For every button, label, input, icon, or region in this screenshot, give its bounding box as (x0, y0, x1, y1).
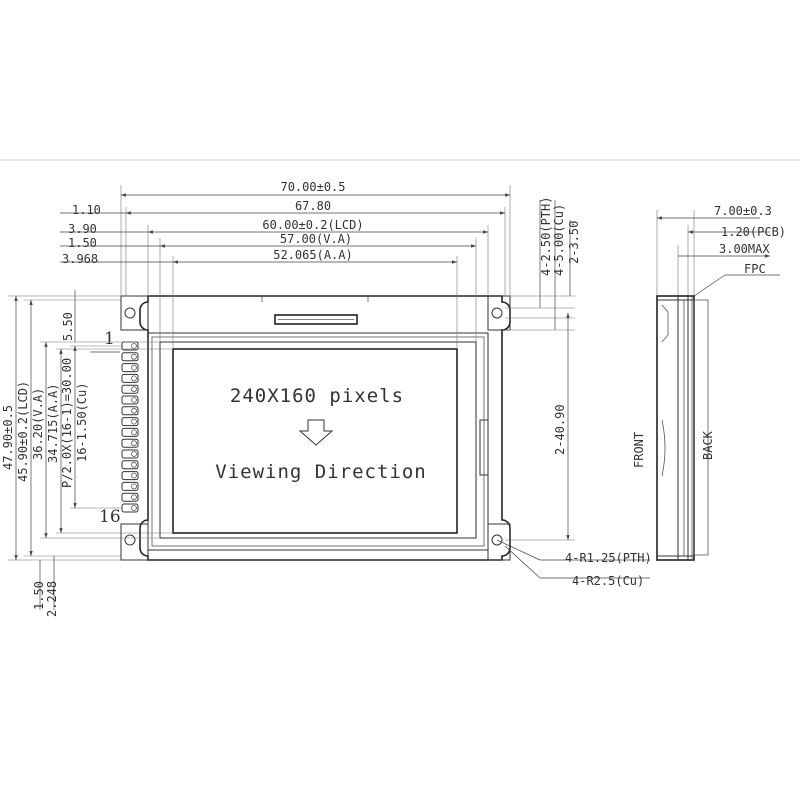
pin-pad (121, 406, 139, 416)
pin-hole (131, 472, 137, 479)
viewing-direction-label: Viewing Direction (215, 461, 426, 483)
dim-radius-pth: 4-R1.25(PTH) (565, 551, 652, 565)
pin-hole (131, 505, 137, 511)
pin-pad (121, 363, 139, 373)
pin-label-1: 1 (104, 329, 115, 349)
hole-top-left (124, 307, 136, 319)
dim-pin-pitch: P/2.0X(16-1)=30.00 (60, 358, 74, 488)
dim-radius-cu: 4-R2.5(Cu) (572, 574, 644, 588)
dim-pad-size: 16-1.50(Cu) (75, 383, 89, 462)
dim-off-va: 1.50 (68, 236, 97, 250)
pin-hole (131, 353, 137, 360)
lcd-outline (147, 332, 489, 551)
pin-pad (121, 384, 139, 394)
pin-hole (131, 407, 137, 414)
pin-pad (121, 471, 139, 481)
dim-lcd-height: 45.90±0.2(LCD) (16, 381, 30, 482)
ear-top-left (120, 295, 149, 331)
pin-hole (131, 386, 137, 393)
pin-hole (131, 343, 137, 349)
side-thickness: 7.00±0.3 (714, 204, 772, 218)
pin-pad (121, 460, 139, 470)
pin-hole (131, 364, 137, 371)
pin-pad (121, 395, 139, 405)
dim-top-offset: 5.50 (61, 312, 75, 341)
pin-pad (121, 492, 139, 502)
top-dimensions (60, 185, 511, 349)
dim-aa-width: 52.065(A.A) (273, 248, 352, 262)
active-area (172, 348, 458, 534)
dim-overall-height: 47.90±0.5 (1, 405, 15, 470)
dim-off-lcd: 3.90 (68, 222, 97, 236)
side-back-label: BACK (701, 430, 715, 460)
dim-overall-width: 70.00±0.5 (280, 180, 345, 194)
hole-bottom-right (491, 534, 503, 546)
pin-hole (131, 440, 137, 447)
viewing-area (159, 341, 477, 539)
dim-bottom-offset-1: 1.50 (32, 581, 46, 610)
pin-row (121, 341, 139, 513)
dim-bottom-offset-2: 2.248 (45, 581, 59, 617)
pin-hole (131, 375, 137, 382)
side-front-label: FRONT (632, 432, 646, 468)
pin-hole (131, 397, 137, 403)
dim-va-height: 36.20(V.A) (31, 388, 45, 460)
dim-aa-height: 34.715(A.A) (46, 384, 60, 463)
dim-hole-pitch: 2-40.90 (553, 404, 567, 455)
pin-hole (131, 494, 137, 501)
dim-hole-cu: 4-5.00(Cu) (552, 204, 566, 276)
pin-pad (121, 438, 139, 448)
left-dimensions (8, 290, 173, 610)
right-dimensions (496, 200, 650, 579)
pin-pad (121, 449, 139, 459)
pcb-outline (139, 295, 511, 561)
pin-pad (121, 427, 139, 437)
pin-pad (121, 417, 139, 427)
down-arrow-icon (298, 419, 334, 446)
pin-hole (131, 451, 137, 457)
dim-va-width: 57.00(V.A) (280, 232, 352, 246)
front-view (120, 295, 511, 561)
pin-hole (131, 483, 137, 490)
hole-top-right (491, 307, 503, 319)
side-max: 3.00MAX (719, 242, 770, 256)
dim-lcd-width: 60.00±0.2(LCD) (262, 218, 363, 232)
pin-hole (131, 429, 137, 436)
pin-hole (131, 461, 137, 468)
dim-off-pcb: 1.10 (72, 203, 101, 217)
hole-bottom-left (124, 534, 136, 546)
pin-label-16: 16 (99, 507, 121, 527)
dim-hole-pth: 4-2.50(PTH) (539, 197, 553, 276)
pin-pad (121, 503, 139, 513)
pin-hole (131, 418, 137, 425)
side-pcb: 1.20(PCB) (721, 225, 786, 239)
pin-pad (121, 481, 139, 491)
side-fpc: FPC (744, 262, 766, 276)
dim-hole-off: 2-3.50 (567, 221, 581, 264)
side-tab (479, 419, 489, 476)
resolution-label: 240X160 pixels (230, 385, 404, 407)
dim-pcb-width: 67.80 (295, 199, 331, 213)
dim-off-aa: 3.968 (62, 252, 98, 266)
pin-pad (121, 352, 139, 362)
ear-top-right (487, 295, 511, 331)
pin-pad (121, 373, 139, 383)
connector (274, 314, 358, 325)
side-view (656, 210, 780, 561)
